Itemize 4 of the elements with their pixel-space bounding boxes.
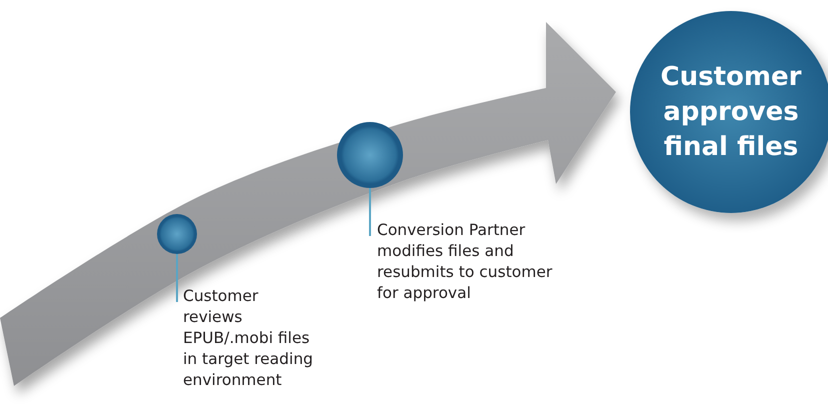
leader-line xyxy=(369,188,371,236)
step-description: Conversion Partner modifies files and resubmits to customer for approval xyxy=(377,220,554,304)
step-label: Customer approves final files xyxy=(660,60,802,164)
step-description: Customer reviews EPUB/.mobi files in target reading environment xyxy=(183,286,314,391)
